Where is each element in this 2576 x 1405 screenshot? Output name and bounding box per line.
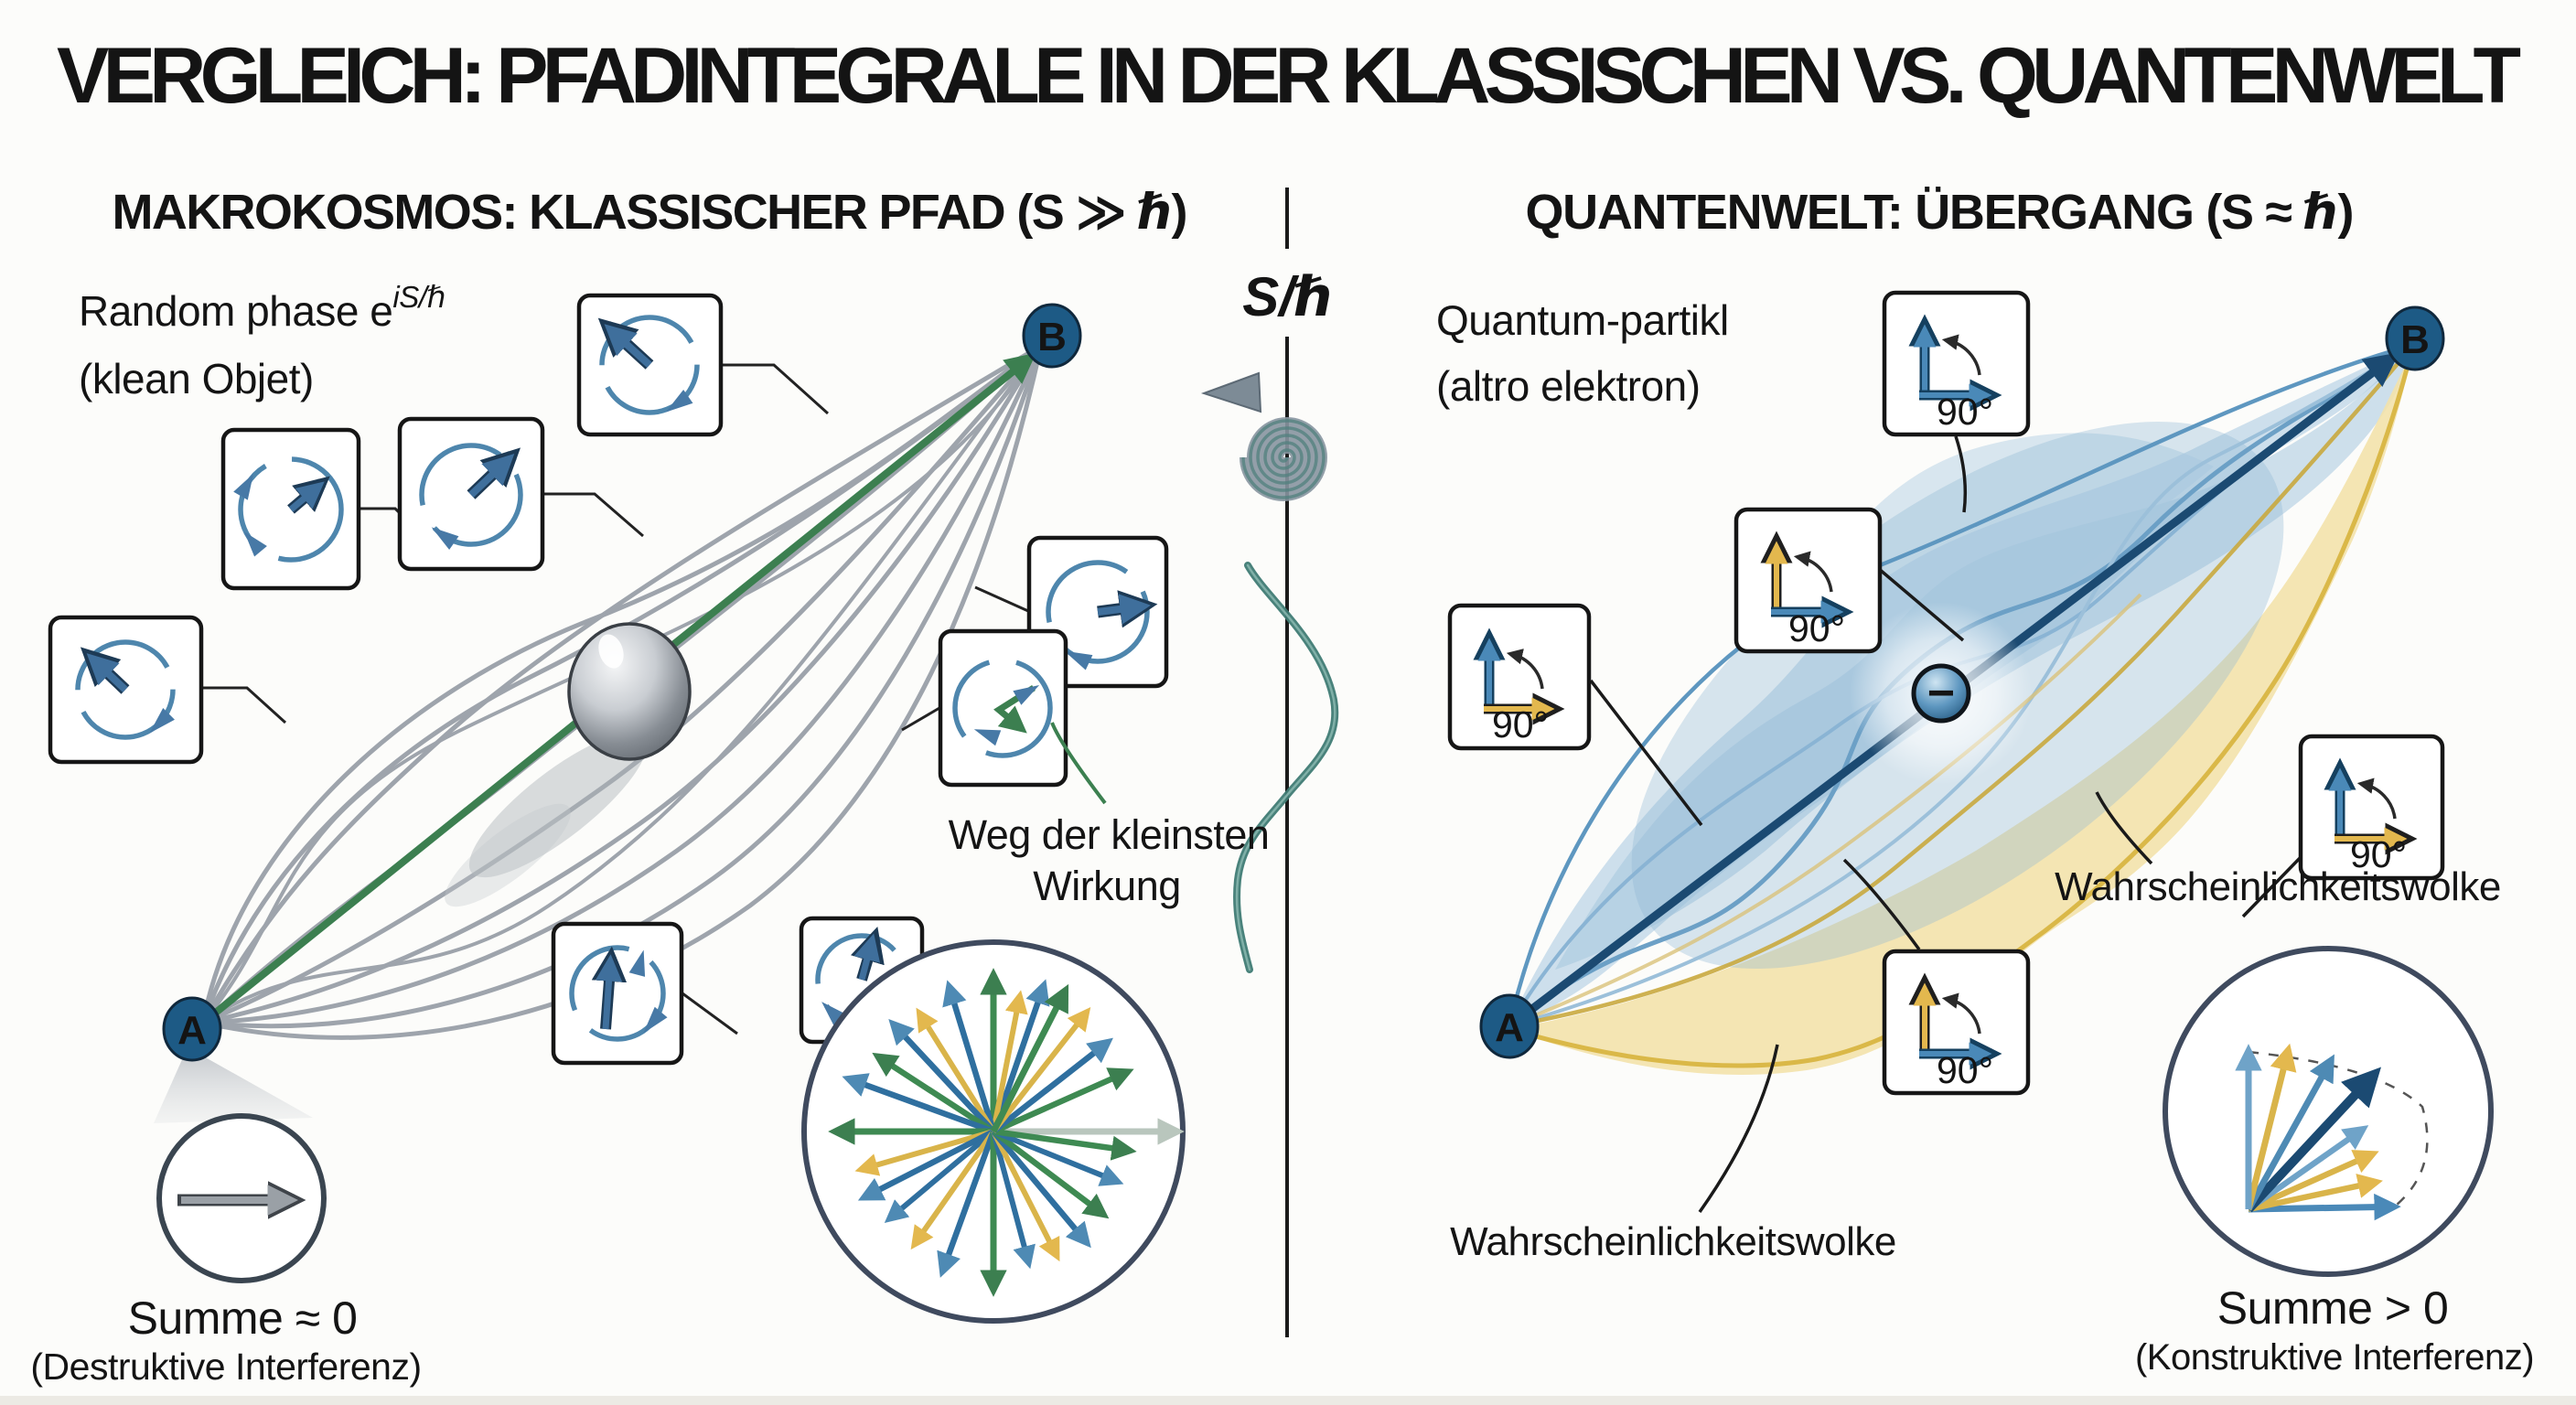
angle-label: 90° (1492, 703, 1549, 745)
right-callouts (1589, 435, 2307, 1214)
action-wave-icon (1233, 562, 1339, 973)
angle-box: 90° (1733, 507, 1883, 654)
phase-spiral-icon (1200, 371, 1328, 501)
right-header: QUANTENWELT: ÜBERGANG (S ≈ ℏ) (1526, 185, 2354, 240)
sphere-shadow (468, 732, 648, 878)
phase-clock-box (576, 293, 724, 437)
phase-clock-box (220, 427, 361, 591)
phase-sum-starburst (801, 939, 1186, 1324)
center-divider: S/ℏ (1200, 188, 1339, 1337)
left-panel: MAKROKOSMOS: KLASSISCHER PFAD (S ≫ ℏ) (30, 185, 1270, 1388)
left-header: MAKROKOSMOS: KLASSISCHER PFAD (S ≫ ℏ) (113, 185, 1187, 240)
cloud-label-bottom: Wahrscheinlichkeitswolke (1450, 1219, 1896, 1264)
action-ratio-label: S/ℏ (1242, 266, 1333, 327)
angle-label: 90° (1788, 607, 1845, 649)
probability-cloud-yellow (1509, 349, 2413, 1075)
classical-object-sphere (567, 622, 692, 761)
phase-clock-box (397, 416, 545, 572)
node-b: B (2385, 306, 2445, 371)
left-sum-label: Summe ≈ 0 (128, 1292, 358, 1344)
destructive-sum-circle (156, 1113, 327, 1283)
probability-cloud-blue-bump (1784, 433, 2214, 654)
angle-box: 90° (1882, 290, 2031, 437)
page-title: VERGLEICH: PFADINTEGRALE IN DER KLASSISC… (57, 32, 2520, 120)
angle-label: 90° (1937, 391, 1993, 433)
wave-highlight (1235, 563, 1336, 971)
node-a: A (1479, 993, 1540, 1059)
collapse-funnel (154, 1047, 313, 1123)
right-panel: QUANTENWELT: ÜBERGANG (S ≈ ℏ) − (1436, 185, 2535, 1378)
sphere-shadow-far (445, 803, 571, 907)
angle-box: 90° (1447, 603, 1592, 751)
spiral-core (1241, 419, 1326, 499)
angle-box: 90° (1882, 949, 2031, 1096)
svg-text:A: A (177, 1008, 207, 1053)
electron-symbol: − (1927, 667, 1955, 720)
svg-text:B: B (2400, 317, 2430, 362)
least-action-callout (1050, 722, 1107, 805)
angle-box: 90° (2298, 734, 2445, 881)
svg-text:A: A (1495, 1005, 1524, 1050)
constructive-sum-circle (2163, 946, 2494, 1277)
phase-clock-box (551, 921, 684, 1066)
node-b: B (1022, 303, 1082, 369)
particle-label: Quantum-partikl (1436, 296, 1729, 344)
node-a: A (162, 996, 222, 1062)
svg-text:Weg der kleinsten: Weg der kleinsten (949, 811, 1270, 858)
bottom-edge-band (0, 1396, 2576, 1405)
right-sum-note: (Konstruktive Interferenz) (2135, 1337, 2534, 1378)
right-sum-label: Summe > 0 (2217, 1282, 2449, 1334)
angle-label: 90° (1937, 1049, 1993, 1091)
angle-label: 90° (2350, 833, 2407, 875)
particle-sublabel: (altro elektron) (1436, 362, 1701, 410)
classical-path-bundle (200, 343, 1044, 1040)
svg-text:B: B (1037, 315, 1067, 359)
left-sum-note: (Destruktive Interferenz) (30, 1346, 421, 1388)
random-phase-sublabel: (klean Objet) (79, 355, 314, 402)
yellow-cloud-edge (1508, 350, 2414, 1068)
svg-text:Wirkung: Wirkung (1033, 863, 1181, 909)
sphere-highlight (598, 634, 624, 669)
cloud-label-right: Wahrscheinlichkeitswolke (2055, 864, 2501, 909)
least-action-label: Weg der kleinsten Wirkung (949, 811, 1270, 909)
phase-clock-box (48, 615, 204, 765)
random-phase-label: Random phase eiS/ℏ (79, 280, 445, 335)
spiral-arrowhead (1200, 371, 1262, 413)
electron: − (1911, 663, 1971, 724)
phase-clock-box (938, 628, 1068, 788)
